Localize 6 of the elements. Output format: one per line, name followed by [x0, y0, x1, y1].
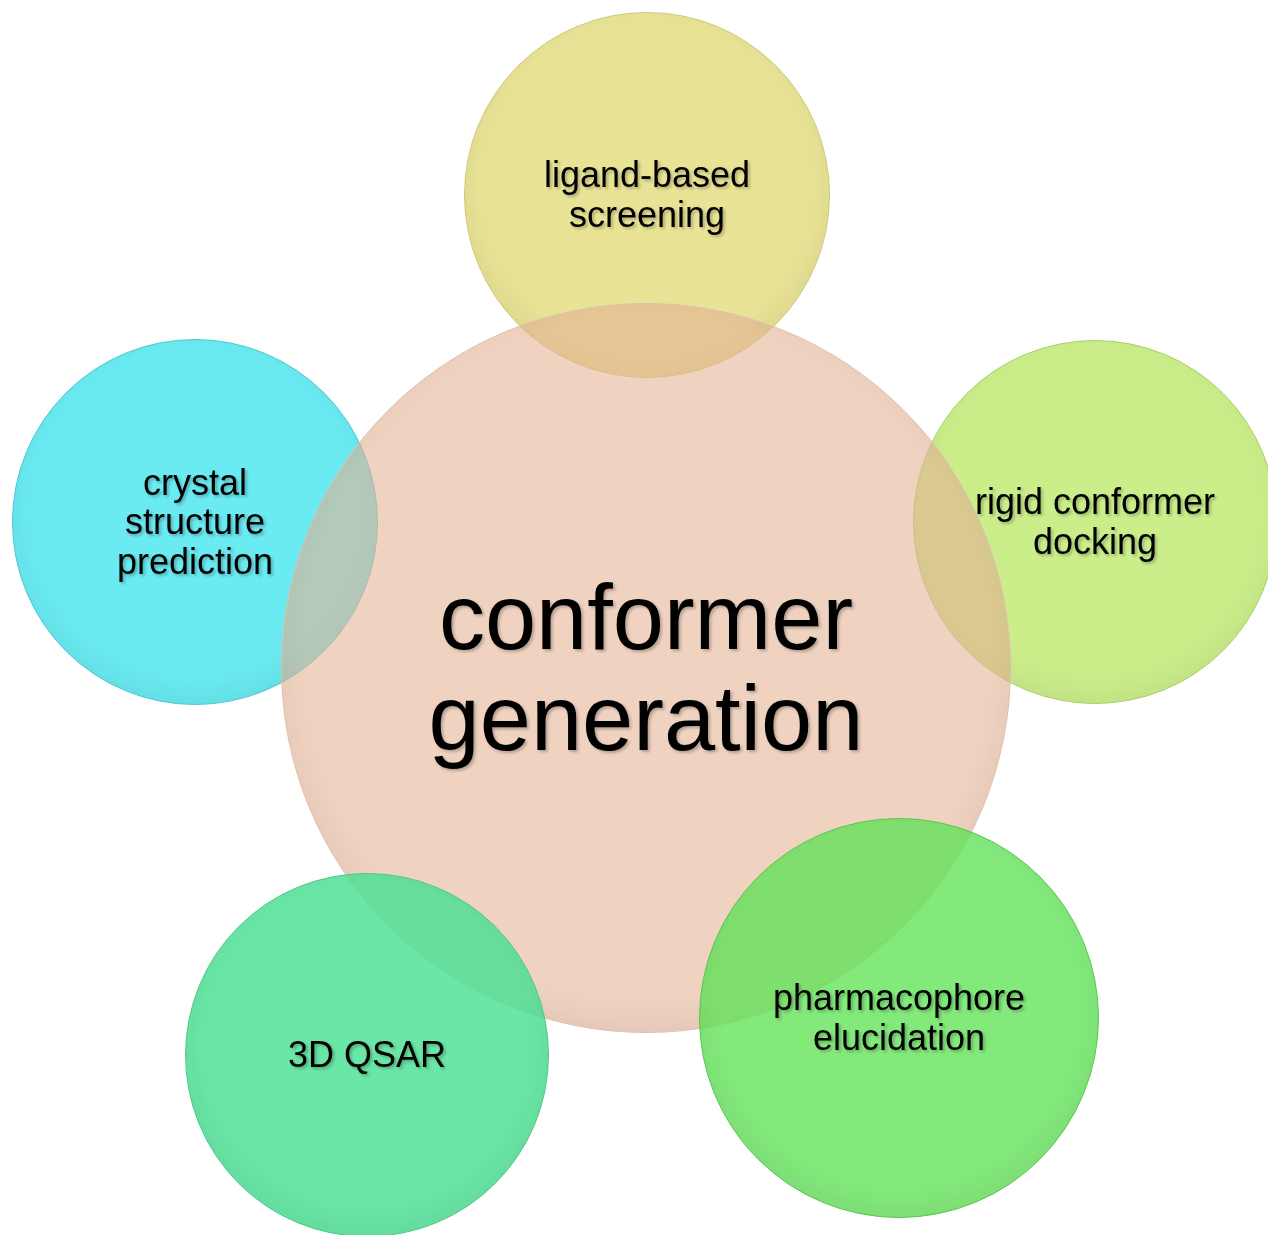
node-label: conformer generation	[427, 566, 865, 770]
node-label: 3D QSAR	[286, 1035, 447, 1075]
node-label: crystal structure prediction	[115, 462, 275, 582]
node-label: ligand-based screening	[542, 155, 752, 235]
node-label: pharmacophore elucidation	[771, 978, 1027, 1058]
node-label: rigid conformer docking	[973, 482, 1217, 562]
